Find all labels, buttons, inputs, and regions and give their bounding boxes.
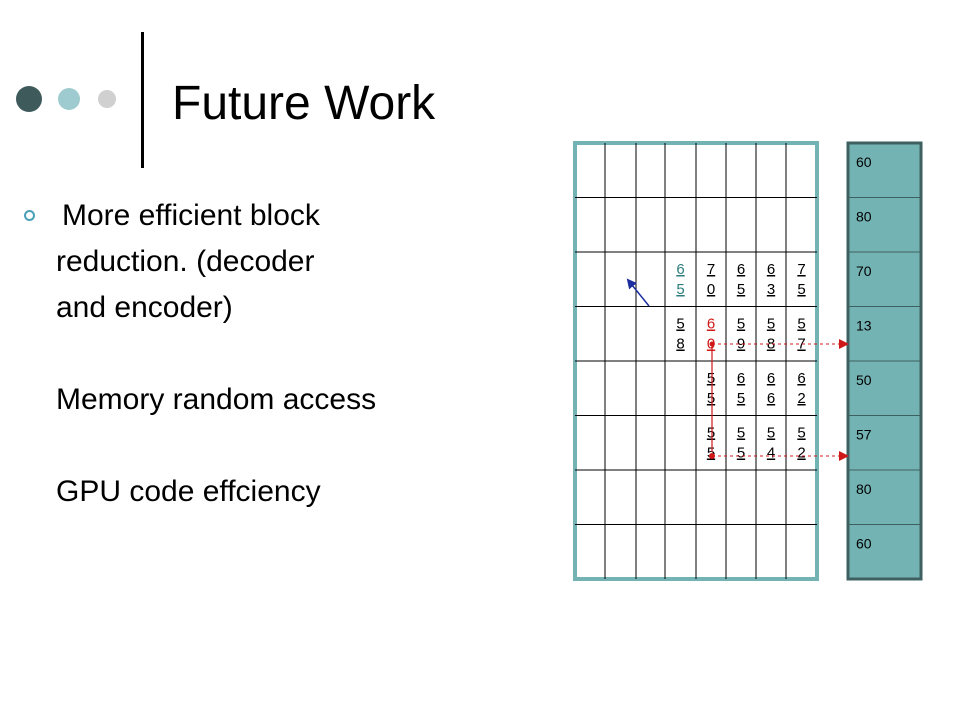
bullet-line-1: More efficient block [62, 199, 320, 232]
grid-cell-digit: 6 [767, 390, 775, 407]
decor-dot-light [58, 88, 80, 110]
side-column-value: 50 [856, 372, 872, 388]
grid-cell-digit: 2 [797, 390, 805, 407]
red-end-dot [709, 453, 715, 459]
side-column-value: 57 [856, 427, 872, 443]
grid-cell-digit: 5 [707, 425, 715, 442]
grid-cell-digit: 6 [767, 261, 775, 278]
blue-arrow [626, 278, 650, 307]
grid-cell-digit: 4 [767, 445, 775, 462]
grid-cell-digit: 7 [797, 336, 805, 353]
grid-cell-digit: 2 [797, 445, 805, 462]
grid-cell-digit: 5 [737, 281, 745, 298]
grid-cell-digit: 5 [797, 281, 805, 298]
side-column-value: 80 [856, 209, 872, 225]
title-divider [141, 32, 144, 168]
decor-dot-gray [98, 90, 116, 108]
grid-cell-digit: 8 [676, 336, 684, 353]
grid-cell-digit: 6 [737, 370, 745, 387]
grid-cell-digit: 7 [797, 261, 805, 278]
grid-cell-digit: 5 [707, 445, 715, 462]
decor-dot-dark [16, 86, 42, 112]
grid-cell-digit: 5 [676, 316, 684, 333]
bullet-line-3: and encoder) [56, 291, 233, 324]
red-start-dot [709, 341, 715, 347]
grid-cell-digit: 6 [707, 316, 715, 333]
grid-cell-digit: 8 [767, 336, 775, 353]
grid-cell-digit: 5 [737, 425, 745, 442]
grid-cell-digit: 3 [767, 281, 775, 298]
grid-cell-digit: 5 [737, 316, 745, 333]
grid-cell-digit: 9 [737, 336, 745, 353]
grid-cell-digit: 6 [676, 261, 684, 278]
grid-cell-digit: 6 [737, 261, 745, 278]
grid-cell-digit: 5 [797, 425, 805, 442]
grid-cell-digit: 5 [737, 445, 745, 462]
grid-cell-digit: 5 [797, 316, 805, 333]
grid-cell-digit: 6 [767, 370, 775, 387]
side-column-value: 80 [856, 481, 872, 497]
grid-cell-digit: 5 [707, 390, 715, 407]
grid-cell-digit: 5 [676, 281, 684, 298]
side-column-value: 70 [856, 263, 872, 279]
side-column-value: 60 [856, 154, 872, 170]
side-column-value: 13 [856, 318, 872, 334]
grid-cell-digit: 6 [797, 370, 805, 387]
grid-cell-digit: 7 [707, 261, 715, 278]
bullet-line-2: reduction. (decoder [56, 245, 315, 278]
side-column-value: 60 [856, 536, 872, 552]
bullet-line-5: GPU code effciency [56, 475, 321, 508]
grid-cell-digit: 0 [707, 281, 715, 298]
grid-cell-digit: 5 [707, 370, 715, 387]
bullet-ring-icon [24, 210, 35, 221]
grid-cell-digit: 5 [767, 316, 775, 333]
grid-cell-digit: 5 [767, 425, 775, 442]
slide-title: Future Work [172, 77, 436, 130]
bullet-line-4: Memory random access [56, 383, 377, 416]
grid-cell-digit: 5 [737, 390, 745, 407]
